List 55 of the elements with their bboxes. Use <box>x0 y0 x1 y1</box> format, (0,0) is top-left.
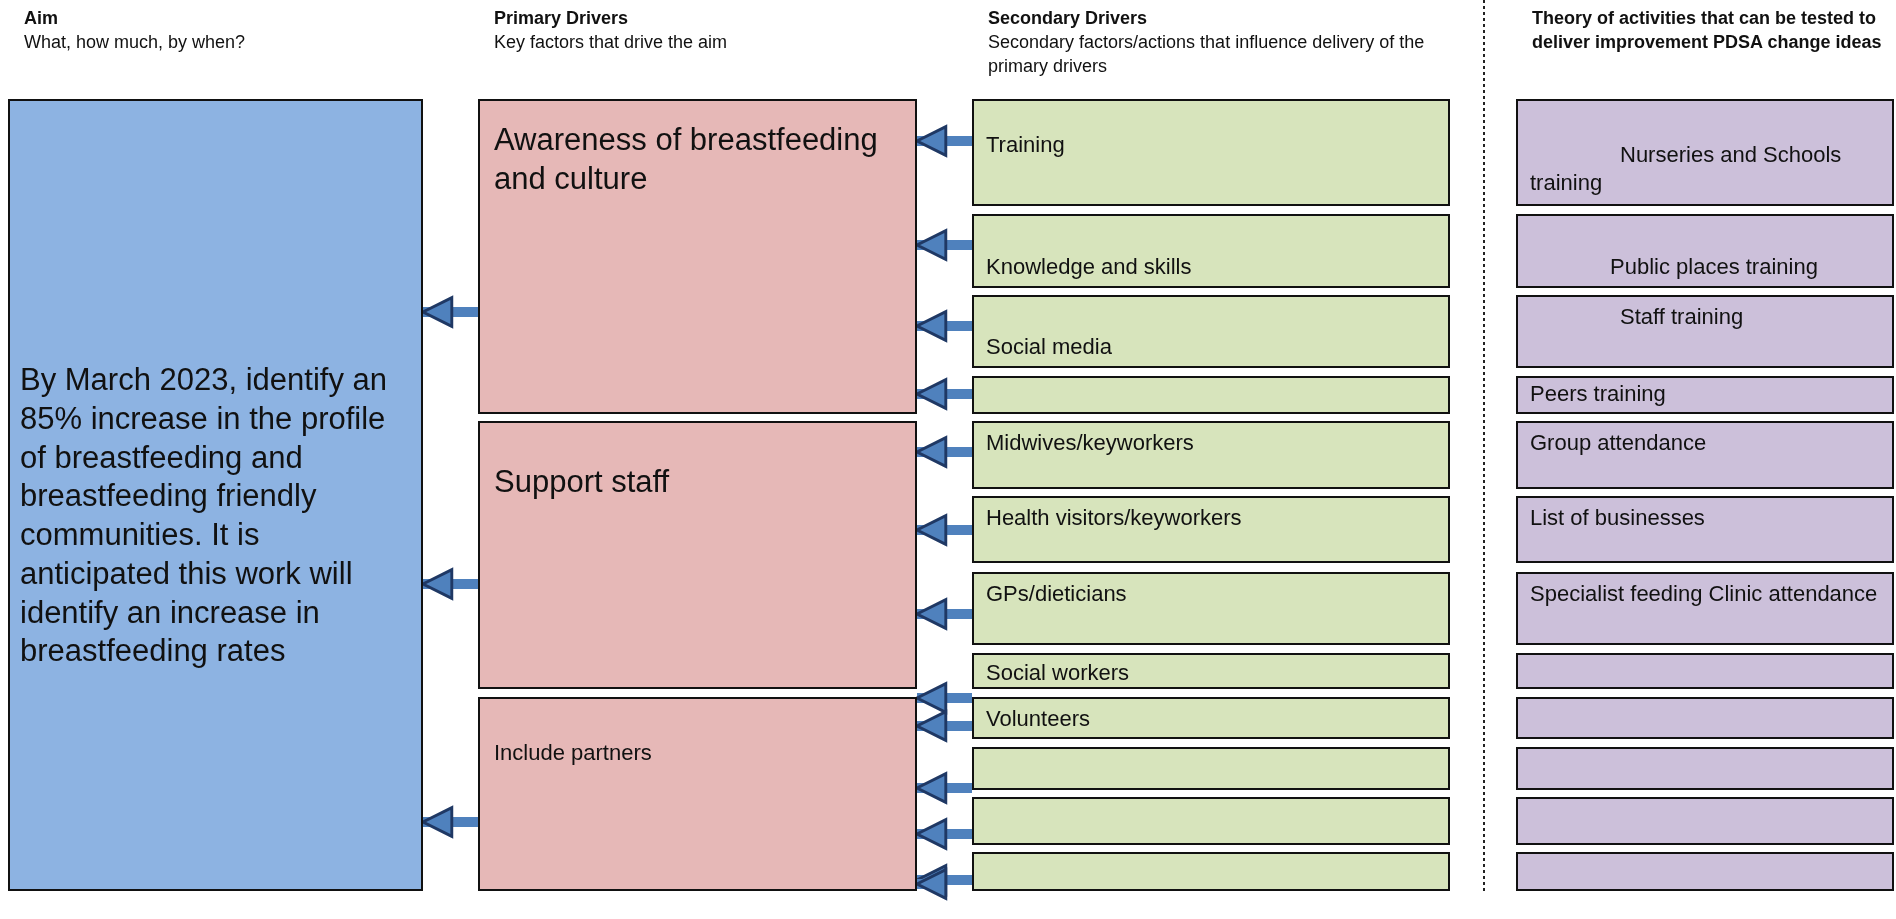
driver-text: Training <box>986 131 1066 159</box>
aim-text: By March 2023, identify an 85% increase in the profile of breastfeeding and breastfeeding friendly communities. It is anticipated this work will identify an increase in breastfeeding rates <box>20 361 389 671</box>
secondary-driver-box <box>972 653 1450 689</box>
secondary-driver-box <box>972 697 1450 739</box>
driver-text: Volunteers <box>986 705 1091 733</box>
change-idea-box <box>1516 376 1894 414</box>
change-idea-box <box>1516 852 1894 891</box>
change-idea-box <box>1516 747 1894 790</box>
column-subheading: Key factors that drive the aim <box>494 31 729 54</box>
secondary-driver-box <box>972 496 1450 563</box>
driver-text: GPs/dieticians <box>986 580 1128 608</box>
idea-text: Public places training <box>1609 252 1819 280</box>
driver-text: Include partners <box>494 739 653 767</box>
column-heading: Theory of activities that can be tested to deliver improvement PDSA change ideas <box>1532 7 1883 55</box>
change-idea-box <box>1516 214 1894 288</box>
change-idea-box <box>1516 572 1894 645</box>
secondary-driver-box <box>972 421 1450 489</box>
aim-box <box>8 99 423 891</box>
change-idea-box <box>1516 99 1894 206</box>
idea-text: Specialist feeding Clinic attendance <box>1530 580 1879 608</box>
change-idea-box <box>1516 653 1894 689</box>
change-idea-box <box>1516 797 1894 845</box>
primary-driver-box <box>478 421 917 689</box>
secondary-driver-box <box>972 376 1450 414</box>
idea-text: Nurseries and Schools training <box>1530 141 1843 196</box>
idea-text: Peers training <box>1530 380 1667 408</box>
change-idea-box <box>1516 697 1894 739</box>
driver-text: Support staff <box>494 463 671 501</box>
secondary-driver-box <box>972 747 1450 790</box>
driver-text: Awareness of breastfeeding and culture <box>494 121 879 198</box>
change-idea-box <box>1516 295 1894 368</box>
idea-text: Staff training <box>1619 303 1745 331</box>
secondary-driver-box <box>972 572 1450 645</box>
idea-text: Group attendance <box>1530 429 1708 457</box>
column-heading: Primary Drivers <box>494 7 630 30</box>
secondary-driver-box <box>972 99 1450 206</box>
driver-text: Knowledge and skills <box>986 252 1193 280</box>
driver-text: Social workers <box>986 659 1131 687</box>
primary-driver-box <box>478 697 917 891</box>
change-idea-box <box>1516 421 1894 489</box>
primary-driver-box <box>478 99 917 414</box>
column-heading: Aim <box>24 7 59 30</box>
column-subheading: What, how much, by when? <box>24 31 247 54</box>
secondary-driver-box <box>972 797 1450 845</box>
change-idea-box <box>1516 496 1894 563</box>
secondary-driver-box <box>972 214 1450 288</box>
block-arrow <box>915 682 972 714</box>
secondary-driver-box <box>972 295 1450 368</box>
driver-text: Midwives/keyworkers <box>986 429 1195 457</box>
column-heading: Secondary Drivers <box>988 7 1149 30</box>
driver-text: Social media <box>986 332 1113 360</box>
column-subheading: Secondary factors/actions that influence delivery of the primary drivers <box>988 31 1426 79</box>
secondary-driver-box <box>972 852 1450 891</box>
driver-text: Health visitors/keyworkers <box>986 504 1243 532</box>
idea-text: List of businesses <box>1530 504 1706 532</box>
